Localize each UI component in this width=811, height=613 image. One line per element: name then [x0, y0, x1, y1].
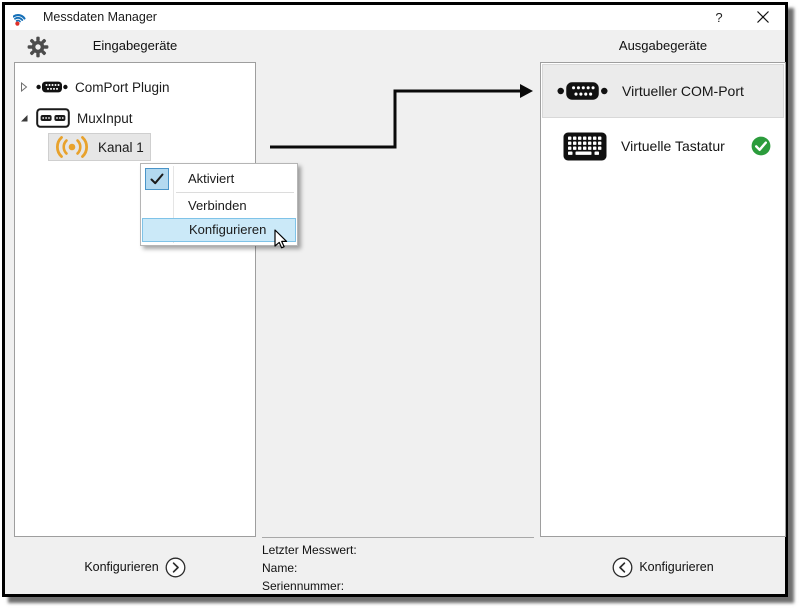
keyboard-icon — [563, 132, 607, 161]
serial-number-label: Seriennummer: — [262, 579, 345, 593]
chevron-left-circle-icon — [612, 557, 633, 578]
menu-item-label: Verbinden — [188, 198, 247, 213]
outputs-header: Ausgabegeräte — [618, 38, 708, 53]
messdaten-manager-window: Messdaten Manager ? — [2, 2, 788, 597]
checked-checkbox-icon — [145, 168, 169, 190]
app-logo-icon — [13, 9, 31, 27]
menu-gutter-line — [173, 166, 174, 243]
footer-separator — [262, 537, 534, 538]
chevron-right-circle-icon — [165, 557, 186, 578]
gear-icon — [27, 36, 51, 58]
connection-arrow — [264, 80, 540, 160]
serial-port-icon — [556, 78, 609, 104]
menu-item-label: Konfigurieren — [189, 222, 267, 237]
window-title: Messdaten Manager — [43, 10, 157, 24]
expander-expanded-icon[interactable] — [19, 114, 29, 123]
serial-port-icon — [36, 79, 68, 95]
configure-outputs-button[interactable]: Konfigurieren — [540, 555, 786, 579]
configure-outputs-label: Konfigurieren — [639, 560, 714, 574]
menu-item-label: Aktiviert — [188, 171, 235, 186]
connected-check-icon — [751, 136, 771, 156]
menu-item-verbinden[interactable]: Verbinden — [141, 194, 297, 218]
measurement-info: Letzter Messwert: Name: Seriennummer: — [262, 541, 357, 595]
configure-inputs-label: Konfigurieren — [84, 560, 159, 574]
settings-button[interactable] — [27, 36, 51, 60]
context-menu: Aktiviert Verbinden Konfigurieren — [140, 163, 298, 246]
menu-separator — [176, 192, 294, 193]
tree-item-muxinput[interactable]: MuxInput — [19, 105, 133, 131]
last-value-label: Letzter Messwert: — [262, 543, 357, 557]
tree-item-label: MuxInput — [77, 110, 133, 126]
tree-item-kanal-1[interactable]: Kanal 1 — [48, 133, 151, 161]
configure-inputs-button[interactable]: Konfigurieren — [14, 555, 256, 579]
output-item-label: Virtueller COM-Port — [622, 83, 744, 99]
expander-collapsed-icon[interactable] — [19, 82, 29, 92]
input-devices-panel: ComPort Plugin MuxInput — [14, 62, 256, 537]
menu-item-aktiviert[interactable]: Aktiviert — [141, 167, 297, 191]
tree-item-label: ComPort Plugin — [75, 79, 170, 95]
output-item-label: Virtuelle Tastatur — [621, 138, 725, 154]
mux-device-icon — [36, 108, 70, 128]
inputs-header: Eingabegeräte — [92, 38, 178, 53]
tree-item-comport-plugin[interactable]: ComPort Plugin — [19, 74, 170, 100]
menu-item-konfigurieren[interactable]: Konfigurieren — [142, 218, 296, 242]
titlebar[interactable]: Messdaten Manager ? — [5, 5, 785, 30]
close-icon — [747, 11, 779, 23]
output-item-virtuelle-tastatur[interactable]: Virtuelle Tastatur — [542, 119, 784, 173]
name-label: Name: — [262, 561, 298, 575]
output-devices-panel: Virtueller COM-Port Virtuelle Tastatur — [540, 62, 786, 537]
help-button[interactable]: ? — [715, 10, 723, 25]
mouse-cursor-icon — [274, 229, 289, 250]
output-item-virtueller-com-port[interactable]: Virtueller COM-Port — [542, 64, 784, 118]
tree-item-label: Kanal 1 — [98, 139, 144, 155]
signal-channel-icon — [53, 135, 91, 159]
close-button[interactable] — [747, 5, 779, 30]
